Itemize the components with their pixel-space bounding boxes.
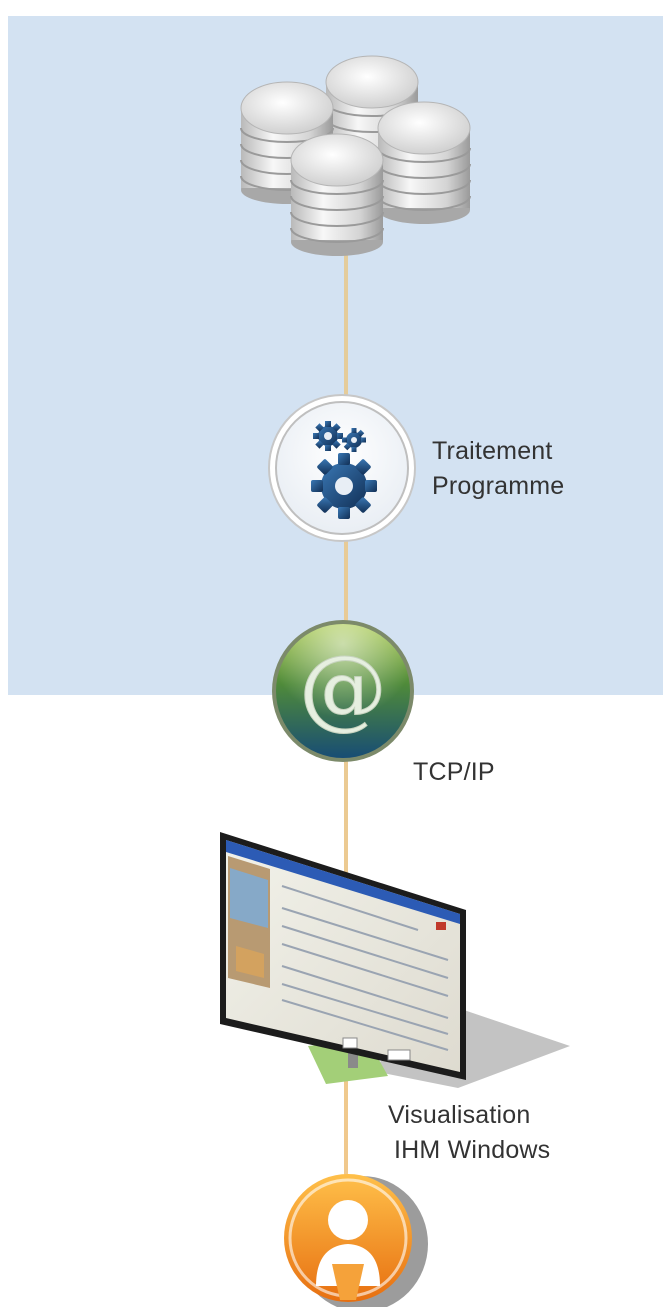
display-label-line2: IHM Windows <box>394 1136 551 1164</box>
monitor-icon <box>218 828 590 1108</box>
connector-line <box>344 250 348 1290</box>
database-stack-icon <box>232 48 482 278</box>
processing-label-line1: Traitement <box>432 437 553 465</box>
processing-label: Traitement Programme <box>432 434 564 504</box>
at-sign-icon: @ <box>272 620 414 762</box>
display-label-line1: Visualisation <box>388 1101 531 1129</box>
gears-icon <box>268 394 416 542</box>
network-node: @ <box>270 618 416 764</box>
processing-label-line2: Programme <box>432 472 565 500</box>
network-label: TCP/IP <box>413 755 495 790</box>
svg-text:@: @ <box>299 636 387 739</box>
network-label-text: TCP/IP <box>413 758 495 786</box>
display-label: Visualisation IHM Windows <box>388 1098 550 1168</box>
user-icon <box>282 1168 432 1312</box>
processing-node <box>266 392 418 544</box>
